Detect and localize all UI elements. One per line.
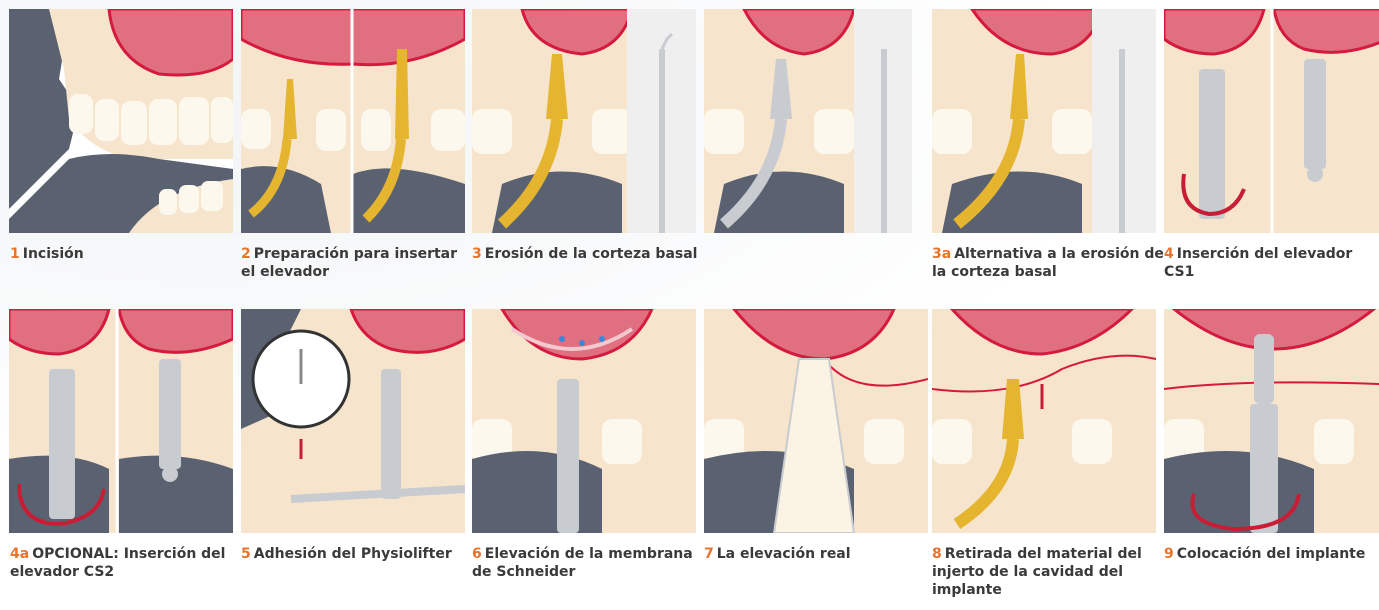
step-number: 3a [932, 246, 951, 262]
panel-4-cs1 [1164, 9, 1379, 233]
step-label: Erosión de la corteza basal [485, 246, 698, 262]
step-number: 8 [932, 546, 942, 562]
panel-7-actual-elevation [704, 309, 928, 533]
panel-6-schneider [472, 309, 696, 533]
panel-9-implant [1164, 309, 1379, 533]
step-label: Alternativa a la erosión de la corteza b… [932, 246, 1164, 280]
step-number: 4a [10, 546, 29, 562]
step-label: Adhesión del Physiolifter [254, 546, 452, 562]
step-number: 3 [472, 246, 482, 262]
step-number: 6 [472, 546, 482, 562]
step-number: 4 [1164, 246, 1174, 262]
step-number: 5 [241, 546, 251, 562]
step-label: Inserción del elevador CS1 [1164, 246, 1352, 280]
step-label: Incisión [23, 246, 84, 262]
step-label: Elevación de la membrana de Schneider [472, 546, 693, 580]
step-label: Colocación del implante [1177, 546, 1366, 562]
panel-3-erosion [472, 9, 696, 233]
step-label: Preparación para insertar el elevador [241, 246, 457, 280]
step-number: 7 [704, 546, 714, 562]
panel-1-incision [9, 9, 233, 233]
panel-5-physiolifter [241, 309, 465, 533]
step-label: La elevación real [717, 546, 851, 562]
panel-4a-cs2 [9, 309, 233, 533]
panel-3a-alternative [932, 9, 1156, 233]
panel-2-preparation [241, 9, 465, 233]
step-number: 2 [241, 246, 251, 262]
step-number: 1 [10, 246, 20, 262]
panel-8-graft-removal [932, 309, 1156, 533]
step-label: Retirada del material del injerto de la … [932, 546, 1142, 598]
step-label: OPCIONAL: Inserción del elevador CS2 [10, 546, 225, 580]
panel-3-angled-instrument [704, 9, 912, 233]
step-number: 9 [1164, 546, 1174, 562]
